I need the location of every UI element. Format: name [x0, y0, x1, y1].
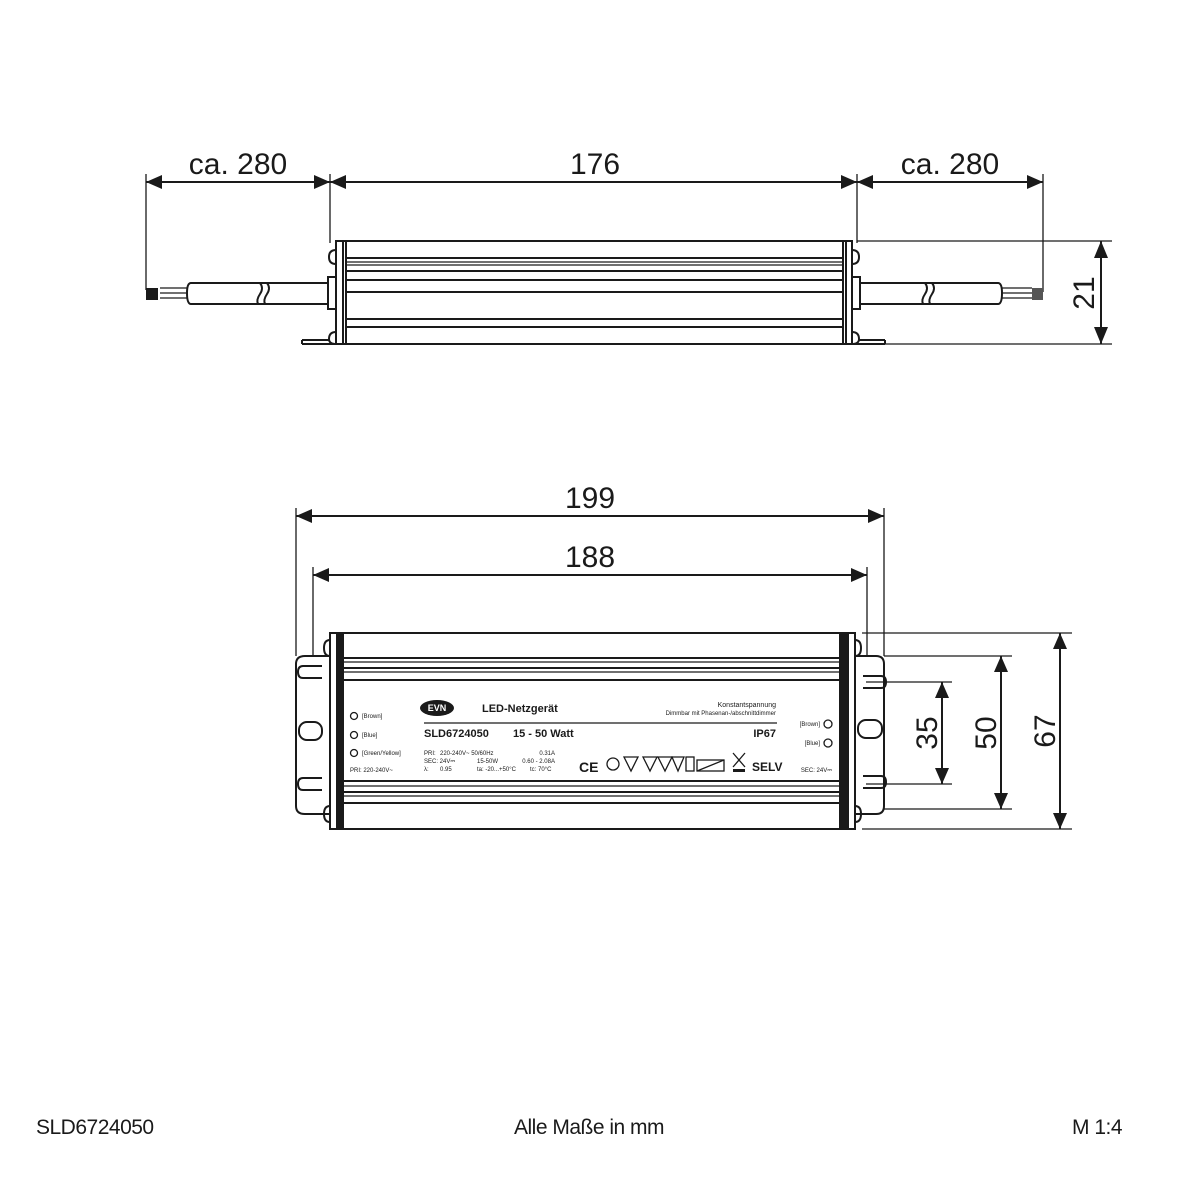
led-module-icon — [696, 759, 725, 772]
svg-text:0.60 - 2.08A: 0.60 - 2.08A — [522, 759, 555, 765]
class-ii-icon — [606, 757, 620, 771]
input-summary: PRI: 220-240V~ — [350, 768, 393, 774]
svg-text:ta: -20...+50°C: ta: -20...+50°C — [477, 767, 517, 773]
svg-text:EVN: EVN — [428, 703, 447, 713]
ce-mark-icon: CE — [579, 759, 598, 775]
output-mode: Konstantspannung — [718, 702, 776, 709]
svg-text:0.95: 0.95 — [440, 767, 452, 773]
svg-text:PRI:: PRI: — [424, 751, 436, 757]
dim-bracket-height: 50 — [970, 716, 1003, 749]
f-mark-icon — [641, 756, 659, 773]
dimmer-note: Dimmbar mit Phasenan-/abschnittdimmer — [666, 711, 776, 717]
dim-mount-spacing: 188 — [565, 541, 615, 574]
dim-cable-left: ca. 280 — [189, 148, 287, 181]
out-plus-color: [Brown] — [800, 722, 821, 728]
svg-text:0.31A: 0.31A — [539, 751, 555, 757]
svg-text:SEC: 24V⎓: SEC: 24V⎓ — [424, 759, 455, 765]
units-note: Alle Maße in mm — [514, 1116, 665, 1139]
certification-marks: CE SELV — [579, 752, 782, 775]
model-number: SLD6724050 — [424, 728, 489, 740]
power-range: 15 - 50 Watt — [513, 728, 574, 740]
svg-text:15-50W: 15-50W — [477, 759, 498, 765]
dim-body-length: 176 — [570, 148, 620, 181]
dim-overall-width: 67 — [1029, 714, 1062, 747]
out-minus-color: [Blue] — [805, 741, 821, 747]
dim-cable-right: ca. 280 — [901, 148, 999, 181]
side-view: ca. 280 176 ca. 280 21 — [145, 148, 1112, 345]
weee-icon — [732, 752, 746, 772]
dim-height: 21 — [1068, 276, 1101, 309]
selv-mark: SELV — [752, 760, 782, 774]
wire-l-color: [Brown] — [362, 714, 383, 720]
svg-text:220-240V~ 50/60Hz: 220-240V~ 50/60Hz — [440, 751, 494, 757]
svg-text:tc: 70°C: tc: 70°C — [530, 767, 552, 773]
dim-overall-length: 199 — [565, 482, 615, 515]
scale: M 1:4 — [1072, 1116, 1123, 1139]
output-summary: SEC: 24V⎓ — [801, 768, 832, 774]
product-type: LED-Netzgerät — [482, 703, 558, 715]
top-view: 199 188 — [295, 482, 1072, 830]
article-number: SLD6724050 — [36, 1116, 154, 1139]
svg-text:λ:: λ: — [424, 767, 429, 773]
wire-pe-color: [Green/Yellow] — [362, 751, 401, 757]
safety-transformer-icon — [685, 756, 695, 772]
ip-rating: IP67 — [753, 728, 776, 740]
wire-n-color: [Blue] — [362, 733, 378, 739]
evn-logo-icon — [420, 700, 454, 716]
t-rating-icon — [622, 756, 640, 773]
product-label: [Brown] [Blue] [Green/Yellow] PRI: 220-2… — [349, 700, 833, 775]
dim-slot-spacing: 35 — [911, 716, 944, 749]
